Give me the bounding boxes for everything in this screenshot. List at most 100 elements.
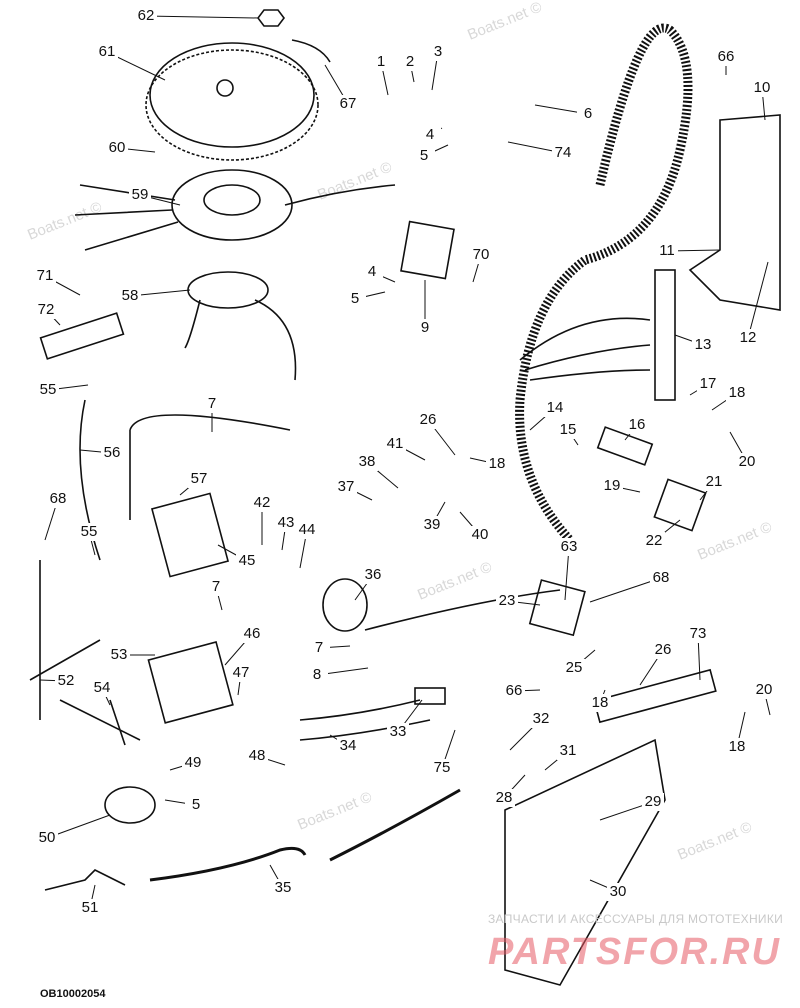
callout-background bbox=[108, 646, 130, 664]
callout-background bbox=[419, 126, 441, 144]
cable-35 bbox=[149, 846, 307, 882]
callout-70: 70 bbox=[473, 246, 490, 263]
callout-6: 6 bbox=[584, 105, 592, 122]
callout-background bbox=[337, 737, 359, 755]
callout-background bbox=[697, 375, 719, 393]
callout-36: 36 bbox=[365, 566, 382, 583]
callout-background bbox=[361, 263, 383, 281]
callout-49: 49 bbox=[185, 754, 202, 771]
callout-47: 47 bbox=[233, 664, 250, 681]
watermark: Boats.net © bbox=[25, 198, 104, 243]
callout-14: 14 bbox=[547, 399, 564, 416]
power-pack bbox=[150, 492, 230, 578]
leader-line bbox=[747, 261, 769, 339]
callout-20: 20 bbox=[756, 681, 773, 698]
callout-8: 8 bbox=[313, 666, 321, 683]
callout-33: 33 bbox=[390, 723, 407, 740]
callout-background bbox=[246, 747, 268, 765]
callout-50: 50 bbox=[39, 829, 56, 846]
callout-73: 73 bbox=[690, 625, 707, 642]
callout-background bbox=[387, 723, 409, 741]
watermark: Boats.net © bbox=[465, 0, 544, 44]
callout-background bbox=[417, 411, 439, 429]
coil bbox=[322, 578, 368, 632]
callout-25: 25 bbox=[566, 659, 583, 676]
callout-20: 20 bbox=[739, 453, 756, 470]
callout-background bbox=[205, 578, 227, 596]
callout-11: 11 bbox=[659, 242, 675, 259]
callout-40: 40 bbox=[472, 526, 489, 543]
terminal-strip bbox=[593, 668, 717, 724]
callout-background bbox=[414, 319, 436, 337]
callout-35: 35 bbox=[275, 879, 292, 896]
key bbox=[291, 39, 331, 63]
callout-21: 21 bbox=[706, 473, 723, 490]
callout-background bbox=[241, 625, 263, 643]
wiring-harness bbox=[515, 23, 693, 544]
callout-22: 22 bbox=[646, 532, 663, 549]
callout-background bbox=[552, 144, 574, 162]
callout-63: 63 bbox=[561, 538, 578, 555]
callout-background bbox=[557, 742, 579, 760]
callout-background bbox=[135, 7, 157, 25]
callout-43: 43 bbox=[278, 514, 295, 531]
callout-background bbox=[601, 477, 623, 495]
callout-background bbox=[607, 883, 629, 901]
callout-background bbox=[470, 246, 492, 264]
callout-2: 2 bbox=[406, 53, 414, 70]
flywheel bbox=[149, 42, 315, 148]
clip-33 bbox=[414, 687, 446, 705]
callout-background bbox=[427, 43, 449, 61]
callout-55: 55 bbox=[81, 523, 98, 540]
callout-15: 15 bbox=[560, 421, 577, 438]
callout-58: 58 bbox=[122, 287, 139, 304]
callout-18: 18 bbox=[729, 384, 746, 401]
callout-background bbox=[503, 682, 525, 700]
callout-29: 29 bbox=[645, 793, 662, 810]
callout-background bbox=[308, 639, 330, 657]
callout-31: 31 bbox=[560, 742, 577, 759]
callout-background bbox=[188, 470, 210, 488]
timer-base-leads bbox=[184, 299, 297, 381]
callout-background bbox=[486, 455, 508, 473]
callout-12: 12 bbox=[740, 329, 757, 346]
callout-48: 48 bbox=[249, 747, 266, 764]
switch-plate bbox=[653, 478, 707, 532]
bracket bbox=[688, 114, 781, 311]
callout-background bbox=[496, 592, 518, 610]
callout-54: 54 bbox=[94, 679, 111, 696]
callout-18: 18 bbox=[729, 738, 746, 755]
power-pack-leads bbox=[129, 414, 291, 520]
callout-60: 60 bbox=[109, 139, 126, 156]
callout-background bbox=[306, 666, 328, 684]
stator bbox=[171, 169, 293, 241]
terminal-block bbox=[39, 312, 125, 360]
stator-leads bbox=[74, 184, 396, 251]
callout-9: 9 bbox=[421, 319, 429, 336]
callout-39: 39 bbox=[424, 516, 441, 533]
callout-66: 66 bbox=[718, 48, 735, 65]
callout-18: 18 bbox=[592, 694, 609, 711]
drawing-code: OB10002054 bbox=[40, 988, 106, 1000]
callout-background bbox=[106, 139, 128, 157]
callout-3: 3 bbox=[434, 43, 442, 60]
callout-26: 26 bbox=[655, 641, 672, 658]
callout-background bbox=[344, 290, 366, 308]
watermark: Boats.net © bbox=[695, 518, 774, 563]
callout-background bbox=[642, 793, 664, 811]
callout-background bbox=[35, 301, 57, 319]
callout-background bbox=[91, 679, 113, 697]
rectifier bbox=[400, 220, 455, 280]
callout-background bbox=[34, 267, 56, 285]
callout-68: 68 bbox=[50, 490, 67, 507]
callout-background bbox=[544, 399, 566, 417]
callout-background bbox=[101, 444, 123, 462]
callout-4: 4 bbox=[368, 263, 376, 280]
callout-61: 61 bbox=[99, 43, 116, 60]
callout-45: 45 bbox=[239, 552, 256, 569]
callout-background bbox=[356, 453, 378, 471]
callout-background bbox=[399, 53, 421, 71]
callout-34: 34 bbox=[340, 737, 357, 754]
callout-background bbox=[79, 899, 101, 917]
